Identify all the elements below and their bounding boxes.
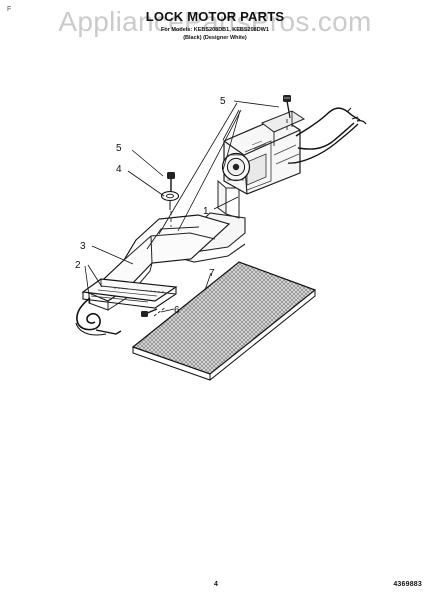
callout-label-5b: 5 xyxy=(116,143,122,154)
callout-label-5a: 5 xyxy=(220,96,226,107)
callout-label-6: 6 xyxy=(174,305,180,316)
motor-wires xyxy=(287,107,367,164)
document-number: 4369883 xyxy=(393,581,422,588)
lock-motor-assembly xyxy=(221,110,306,195)
callout-label-7: 7 xyxy=(209,268,215,279)
lock-rod-part-2 xyxy=(81,278,178,309)
motor-screw-part-5 xyxy=(283,95,291,119)
callout-label-3: 3 xyxy=(80,241,86,252)
callout-leaders xyxy=(84,100,280,313)
callout-label-4: 4 xyxy=(116,164,122,175)
corner-mark: F xyxy=(7,6,12,13)
callout-label-2: 2 xyxy=(75,260,81,271)
title-block: LOCK MOTOR PARTS For Models: KEBS208DB1,… xyxy=(0,9,430,42)
models-line: For Models: KEBS208DB1, KEBS208DW1 xyxy=(161,27,269,33)
watermark-text: AppliancePartsPros.com xyxy=(58,6,372,37)
lock-hook xyxy=(75,297,122,336)
assembly-guide-lines xyxy=(153,102,288,317)
screw-and-washer-parts-4-5 xyxy=(160,172,180,210)
fastener-part-6 xyxy=(141,308,158,317)
page-number: 4 xyxy=(214,581,218,588)
colors-line: (Black) (Designer White) xyxy=(183,35,247,41)
mesh-panel-part-7 xyxy=(131,261,317,381)
callout-label-1: 1 xyxy=(203,206,209,217)
page-title: LOCK MOTOR PARTS xyxy=(145,9,285,24)
